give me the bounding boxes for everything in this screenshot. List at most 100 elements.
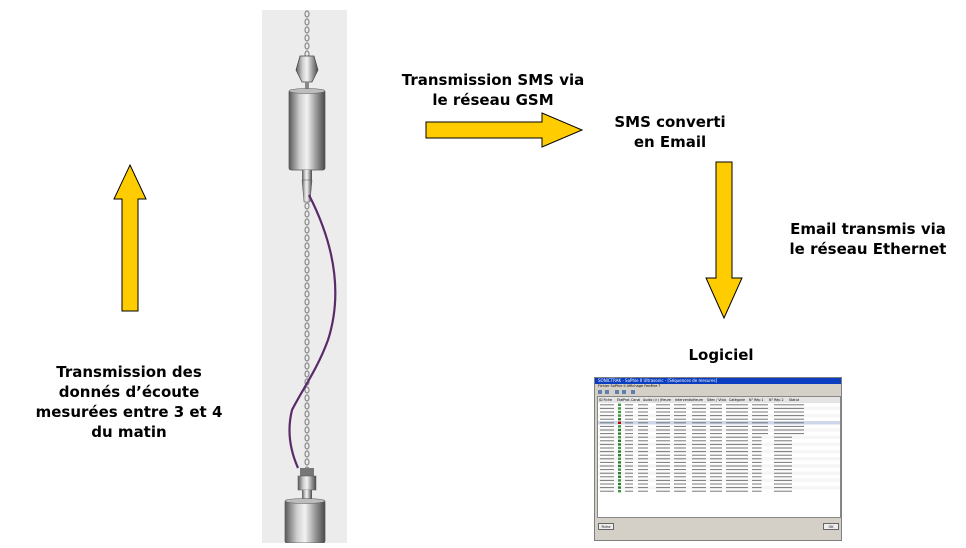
- grid-column-header[interactable]: N° Rép 2: [769, 398, 784, 402]
- grid-column-header[interactable]: Statut: [789, 398, 800, 402]
- cell-text: [710, 411, 722, 413]
- toolbar-icon: [622, 390, 626, 394]
- cell-text: [692, 415, 706, 417]
- cell-text: [726, 451, 748, 453]
- grid-column-header[interactable]: Heure: [661, 398, 671, 402]
- row-status-marker: [618, 461, 621, 464]
- cell-text: [600, 487, 614, 489]
- grid-column-header[interactable]: Prot.: [623, 398, 631, 402]
- cell-text: [710, 425, 722, 427]
- grid-column-header[interactable]: Canal: [631, 398, 641, 402]
- cell-text: [774, 418, 804, 420]
- cell-text: [625, 443, 633, 445]
- upward-arrow: [113, 163, 147, 312]
- cell-text: [692, 469, 706, 471]
- cell-text: [726, 436, 748, 438]
- cell-text: [752, 469, 762, 471]
- cell-text: [625, 425, 633, 427]
- row-status-marker: [618, 472, 621, 475]
- cell-text: [726, 404, 748, 406]
- cell-text: [710, 415, 722, 417]
- cell-text: [638, 443, 648, 445]
- sms-line-2: le réseau GSM: [432, 91, 554, 109]
- cell-text: [726, 407, 748, 409]
- cell-text: [656, 465, 670, 467]
- cell-text: [774, 490, 792, 492]
- cell-text: [752, 440, 762, 442]
- grid-column-header[interactable]: N° Rép 1: [749, 398, 764, 402]
- cell-text: [726, 422, 748, 424]
- cell-text: [656, 461, 670, 463]
- cell-text: [726, 483, 748, 485]
- cell-text: [726, 425, 748, 427]
- cell-text: [774, 454, 792, 456]
- cell-text: [674, 479, 686, 481]
- cell-text: [625, 461, 633, 463]
- cell-text: [656, 454, 670, 456]
- grid-column-header[interactable]: Sitec / Vicio: [707, 398, 727, 402]
- grid-column-header[interactable]: Etat: [617, 398, 623, 402]
- cell-text: [752, 490, 762, 492]
- row-status-marker: [618, 479, 621, 482]
- ok-button[interactable]: OK: [823, 523, 839, 530]
- software-screenshot: SONICTRAK - SoPhie II Ultrasonic - [Séqu…: [594, 377, 842, 541]
- cell-text: [600, 433, 614, 435]
- cell-text: [752, 454, 762, 456]
- grid-column-header[interactable]: Catégorie: [729, 398, 746, 402]
- cell-text: [656, 451, 670, 453]
- cell-text: [638, 490, 648, 492]
- fiche-button[interactable]: Fiche: [598, 523, 614, 530]
- cell-text: [625, 429, 633, 431]
- cell-text: [774, 404, 804, 406]
- grid-column-header[interactable]: Intervention: [675, 398, 693, 402]
- cell-text: [692, 487, 706, 489]
- cell-text: [656, 476, 670, 478]
- cell-text: [752, 404, 768, 406]
- cell-text: [674, 454, 686, 456]
- cell-text: [674, 415, 686, 417]
- cell-text: [638, 483, 648, 485]
- cell-text: [625, 422, 633, 424]
- cell-text: [600, 436, 614, 438]
- grid-column-header[interactable]: ID Fiche: [599, 398, 613, 402]
- cell-text: [774, 483, 792, 485]
- toolbar-icon: [605, 390, 609, 394]
- cell-text: [726, 458, 748, 460]
- cell-text: [638, 436, 648, 438]
- cell-text: [692, 458, 706, 460]
- cell-text: [625, 487, 633, 489]
- cell-text: [600, 490, 614, 492]
- cell-text: [710, 422, 722, 424]
- cell-text: [674, 447, 686, 449]
- cell-text: [726, 415, 748, 417]
- sms-converted-line-1: SMS converti: [614, 113, 726, 131]
- cell-text: [726, 418, 748, 420]
- cell-text: [638, 479, 648, 481]
- row-status-marker: [618, 468, 621, 471]
- cell-text: [600, 454, 614, 456]
- row-status-marker: [618, 457, 621, 460]
- cell-text: [638, 404, 648, 406]
- cell-text: [692, 454, 706, 456]
- cell-text: [674, 469, 686, 471]
- row-status-marker: [618, 454, 621, 457]
- cell-text: [638, 454, 648, 456]
- row-status-marker: [618, 450, 621, 453]
- cell-text: [710, 476, 722, 478]
- measurement-line-2: donnés d’écoute: [58, 383, 200, 401]
- grid-column-header[interactable]: Heure: [693, 398, 703, 402]
- downward-arrow: [705, 161, 743, 320]
- cell-text: [752, 407, 768, 409]
- cell-text: [692, 407, 706, 409]
- cell-text: [638, 418, 648, 420]
- cell-text: [692, 436, 706, 438]
- cell-text: [625, 490, 633, 492]
- row-status-marker: [618, 482, 621, 486]
- cell-text: [674, 458, 686, 460]
- row-status-marker: [618, 421, 621, 424]
- grid-column-header[interactable]: Audio (>) (Db): [643, 398, 661, 402]
- cell-text: [674, 443, 686, 445]
- row-status-marker: [618, 407, 621, 410]
- cell-text: [638, 440, 648, 442]
